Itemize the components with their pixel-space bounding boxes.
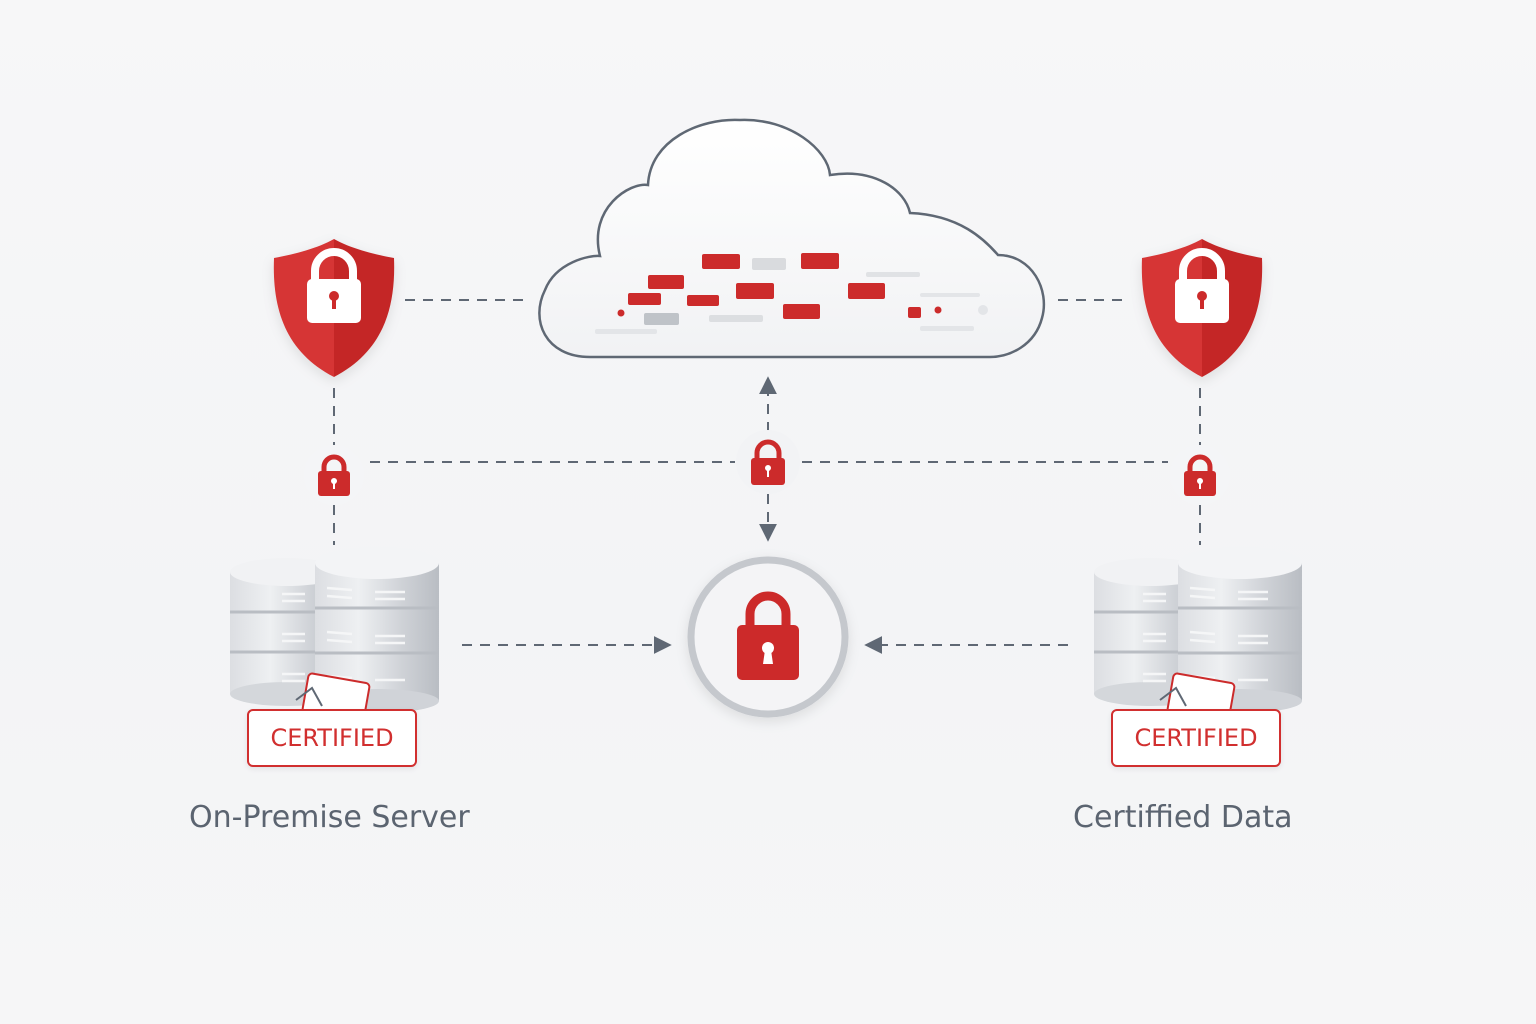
left-lock-node xyxy=(304,445,364,505)
right-shield-node xyxy=(1141,239,1263,377)
lock-icon xyxy=(737,591,799,680)
lock-icon xyxy=(318,454,350,496)
data-packets xyxy=(595,253,988,334)
lock-icon xyxy=(751,439,785,485)
lock-icon xyxy=(1184,454,1216,496)
right-server-node xyxy=(1094,547,1302,724)
hub-lock-node xyxy=(687,556,849,718)
certified-data-label: Certiffied Data xyxy=(1073,800,1293,835)
cloud-node xyxy=(538,118,1046,359)
left-shield-node xyxy=(273,239,395,377)
lock-icon xyxy=(307,248,361,323)
right-certified-badge: CERTIFIED xyxy=(1111,709,1281,767)
lock-icon xyxy=(1175,248,1229,323)
left-certified-badge: CERTIFIED xyxy=(247,709,417,767)
on-premise-server-label: On-Premise Server xyxy=(189,800,470,835)
right-lock-node xyxy=(1170,445,1230,505)
database-server-icon xyxy=(230,547,439,724)
center-lock-node xyxy=(736,430,800,494)
left-server-node xyxy=(230,547,439,724)
cloud-icon xyxy=(538,118,1046,359)
database-server-icon xyxy=(1094,547,1302,724)
